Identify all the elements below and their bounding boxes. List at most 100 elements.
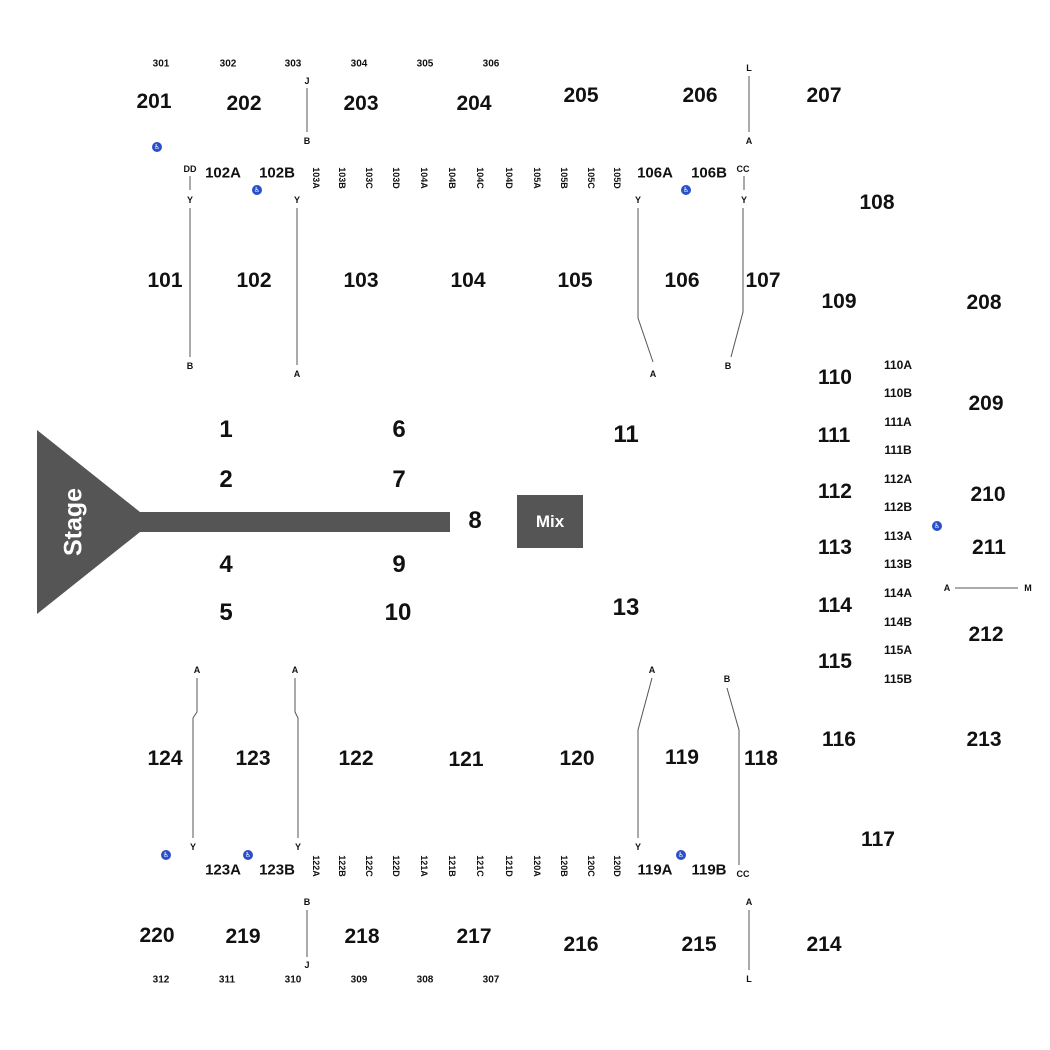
section-208[interactable]: 208 bbox=[966, 291, 1002, 314]
section-209[interactable]: 209 bbox=[968, 392, 1004, 415]
section-120[interactable]: 120 bbox=[559, 747, 595, 770]
floor-section-2[interactable]: 2 bbox=[219, 466, 233, 493]
section-212[interactable]: 212 bbox=[968, 623, 1004, 646]
section-103[interactable]: 103 bbox=[343, 269, 379, 292]
section-120d[interactable]: 120D bbox=[612, 855, 622, 877]
section-116[interactable]: 116 bbox=[822, 728, 856, 751]
section-114a[interactable]: 114A bbox=[883, 586, 913, 600]
section-110[interactable]: 110 bbox=[818, 366, 852, 389]
section-120c[interactable]: 120C bbox=[586, 855, 596, 877]
wheelchair-icon[interactable]: ♿ bbox=[681, 185, 691, 195]
floor-section-8[interactable]: 8 bbox=[468, 507, 482, 534]
section-103a[interactable]: 103A bbox=[311, 167, 321, 189]
floor-section-11[interactable]: 11 bbox=[613, 421, 639, 448]
section-104a[interactable]: 104A bbox=[419, 167, 429, 189]
section-122a[interactable]: 122A bbox=[311, 855, 321, 877]
section-121d[interactable]: 121D bbox=[504, 855, 514, 877]
section-105a[interactable]: 105A bbox=[532, 167, 542, 189]
section-124[interactable]: 124 bbox=[147, 747, 183, 770]
floor-section-6[interactable]: 6 bbox=[392, 416, 406, 443]
section-110a[interactable]: 110A bbox=[883, 358, 913, 372]
floor-section-10[interactable]: 10 bbox=[384, 599, 412, 626]
section-120b[interactable]: 120B bbox=[559, 855, 569, 877]
section-309[interactable]: 309 bbox=[350, 974, 368, 986]
section-106b[interactable]: 106B bbox=[691, 164, 727, 182]
section-204[interactable]: 204 bbox=[456, 92, 492, 115]
section-105[interactable]: 105 bbox=[557, 269, 593, 292]
section-105d[interactable]: 105D bbox=[612, 167, 622, 189]
section-113a[interactable]: 113A bbox=[883, 529, 913, 543]
section-210[interactable]: 210 bbox=[970, 483, 1006, 506]
section-301[interactable]: 301 bbox=[152, 58, 170, 70]
section-117[interactable]: 117 bbox=[861, 828, 895, 851]
section-303[interactable]: 303 bbox=[284, 58, 302, 70]
section-113[interactable]: 113 bbox=[818, 536, 852, 559]
section-203[interactable]: 203 bbox=[343, 92, 379, 115]
section-111b[interactable]: 111B bbox=[884, 443, 912, 457]
section-106[interactable]: 106 bbox=[664, 269, 700, 292]
section-310[interactable]: 310 bbox=[284, 974, 302, 986]
section-103c[interactable]: 103C bbox=[364, 167, 374, 189]
floor-section-7[interactable]: 7 bbox=[392, 466, 406, 493]
section-312[interactable]: 312 bbox=[152, 974, 170, 986]
section-103d[interactable]: 103D bbox=[391, 167, 401, 189]
section-102[interactable]: 102 bbox=[236, 269, 272, 292]
section-217[interactable]: 217 bbox=[456, 925, 492, 948]
wheelchair-icon[interactable]: ♿ bbox=[152, 142, 162, 152]
section-215[interactable]: 215 bbox=[681, 933, 717, 956]
section-311[interactable]: 311 bbox=[218, 974, 236, 986]
section-201[interactable]: 201 bbox=[136, 90, 172, 113]
section-103b[interactable]: 103B bbox=[337, 167, 347, 189]
wheelchair-icon[interactable]: ♿ bbox=[932, 521, 942, 531]
section-112a[interactable]: 112A bbox=[883, 472, 913, 486]
section-115b[interactable]: 115B bbox=[883, 672, 913, 686]
section-305[interactable]: 305 bbox=[416, 58, 434, 70]
section-101[interactable]: 101 bbox=[147, 269, 183, 292]
section-211[interactable]: 211 bbox=[972, 536, 1006, 559]
section-122[interactable]: 122 bbox=[338, 747, 374, 770]
section-105c[interactable]: 105C bbox=[586, 167, 596, 189]
floor-section-1[interactable]: 1 bbox=[219, 416, 233, 443]
section-219[interactable]: 219 bbox=[225, 925, 261, 948]
section-308[interactable]: 308 bbox=[416, 974, 434, 986]
section-213[interactable]: 213 bbox=[966, 728, 1002, 751]
section-214[interactable]: 214 bbox=[806, 933, 842, 956]
section-115a[interactable]: 115A bbox=[883, 643, 913, 657]
section-114b[interactable]: 114B bbox=[883, 615, 913, 629]
section-109[interactable]: 109 bbox=[821, 290, 857, 313]
section-207[interactable]: 207 bbox=[806, 84, 842, 107]
section-102a[interactable]: 102A bbox=[205, 164, 241, 182]
floor-section-4[interactable]: 4 bbox=[219, 551, 233, 578]
section-108[interactable]: 108 bbox=[859, 191, 895, 214]
section-121b[interactable]: 121B bbox=[447, 855, 457, 877]
wheelchair-icon[interactable]: ♿ bbox=[252, 185, 262, 195]
floor-section-9[interactable]: 9 bbox=[392, 551, 406, 578]
section-102b[interactable]: 102B bbox=[259, 164, 295, 182]
floor-section-5[interactable]: 5 bbox=[219, 599, 233, 626]
section-119a[interactable]: 119A bbox=[637, 861, 673, 879]
wheelchair-icon[interactable]: ♿ bbox=[161, 850, 171, 860]
floor-section-13[interactable]: 13 bbox=[612, 594, 640, 621]
section-106a[interactable]: 106A bbox=[637, 164, 673, 182]
section-206[interactable]: 206 bbox=[682, 84, 718, 107]
section-123[interactable]: 123 bbox=[235, 747, 271, 770]
section-123a[interactable]: 123A bbox=[205, 861, 241, 879]
section-202[interactable]: 202 bbox=[226, 92, 262, 115]
section-122c[interactable]: 122C bbox=[364, 855, 374, 877]
section-218[interactable]: 218 bbox=[344, 925, 380, 948]
section-123b[interactable]: 123B bbox=[259, 861, 295, 879]
section-104c[interactable]: 104C bbox=[475, 167, 485, 189]
wheelchair-icon[interactable]: ♿ bbox=[243, 850, 253, 860]
section-121a[interactable]: 121A bbox=[419, 855, 429, 877]
section-121[interactable]: 121 bbox=[448, 748, 484, 771]
section-110b[interactable]: 110B bbox=[883, 386, 913, 400]
section-119[interactable]: 119 bbox=[665, 746, 699, 769]
section-121c[interactable]: 121C bbox=[475, 855, 485, 877]
section-114[interactable]: 114 bbox=[818, 594, 852, 617]
section-302[interactable]: 302 bbox=[219, 58, 237, 70]
section-104d[interactable]: 104D bbox=[504, 167, 514, 189]
section-111a[interactable]: 111A bbox=[884, 415, 912, 429]
section-111[interactable]: 111 bbox=[817, 424, 851, 447]
section-220[interactable]: 220 bbox=[139, 924, 175, 947]
section-104[interactable]: 104 bbox=[450, 269, 486, 292]
